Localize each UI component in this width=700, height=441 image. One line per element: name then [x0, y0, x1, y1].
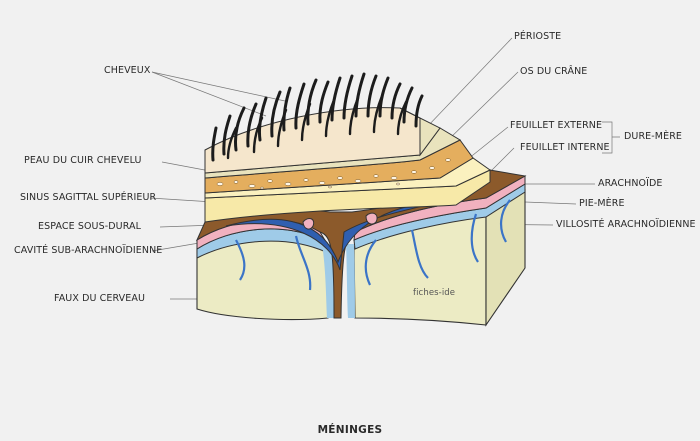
label-perioste: PÉRIOSTE — [514, 31, 562, 42]
hair — [211, 72, 424, 162]
watermark: fiches-ide — [413, 288, 456, 298]
label-espace: ESPACE SOUS-DURAL — [38, 221, 142, 232]
label-dure-mere: DURE-MÈRE — [624, 131, 683, 142]
label-pie-mere: PIE-MÈRE — [579, 198, 625, 209]
bone-texture — [216, 158, 451, 190]
label-faux: FAUX DU CERVEAU — [54, 293, 146, 304]
label-cavite: CAVITÉ SUB-ARACHNOÏDIENNE — [14, 245, 163, 256]
label-arachnoide: ARACHNOÏDE — [598, 178, 663, 189]
diagram-title: MÉNINGES — [317, 424, 383, 436]
layer-stack — [204, 107, 491, 223]
dura-and-falx — [195, 169, 527, 319]
label-peau: PEAU DU CUIR CHEVELU — [24, 155, 142, 166]
label-villosite: VILLOSITÉ ARACHNOÏDIENNE — [556, 219, 696, 230]
label-cheveux: CHEVEUX — [104, 65, 151, 76]
label-feuillet-externe: FEUILLET EXTERNE — [510, 120, 603, 131]
label-os: OS DU CRÂNE — [520, 66, 588, 77]
label-sinus: SINUS SAGITTAL SUPÉRIEUR — [20, 192, 157, 203]
label-feuillet-interne: FEUILLET INTERNE — [520, 142, 610, 153]
